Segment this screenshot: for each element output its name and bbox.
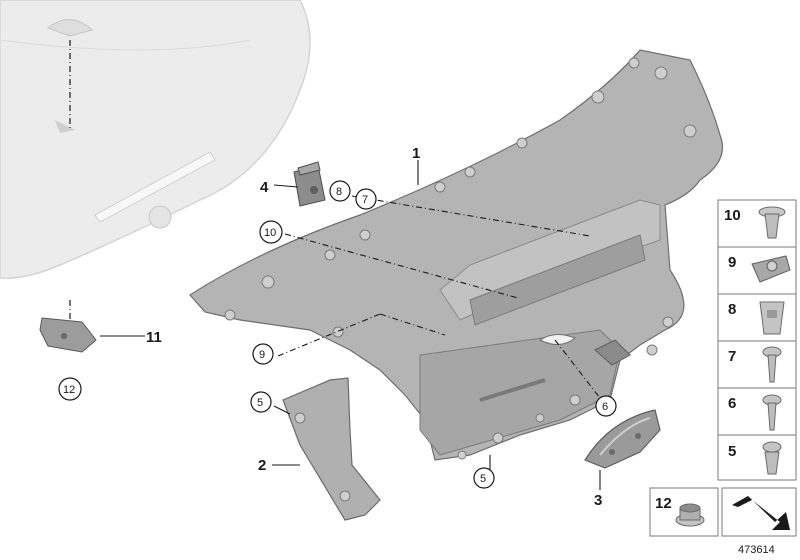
parts-sidebar: 10 9 8 7 6 5 xyxy=(717,199,797,481)
trim-panel-part-1 xyxy=(189,49,724,461)
callout-8: 8 xyxy=(329,180,351,202)
svg-text:5: 5 xyxy=(728,443,736,460)
svg-text:5: 5 xyxy=(257,397,263,409)
svg-text:10: 10 xyxy=(724,207,741,224)
svg-text:12: 12 xyxy=(63,384,75,396)
svg-text:8: 8 xyxy=(728,301,736,318)
svg-text:9: 9 xyxy=(728,254,736,271)
svg-text:8: 8 xyxy=(336,186,342,198)
svg-text:5: 5 xyxy=(480,473,486,485)
leader-lines xyxy=(277,195,601,399)
callout-7: 7 xyxy=(355,188,377,210)
callout-10: 10 xyxy=(259,220,283,244)
svg-text:7: 7 xyxy=(362,194,368,206)
svg-text:7: 7 xyxy=(728,348,736,365)
callout-4: 4 xyxy=(260,179,269,196)
trunk-lid-ghost xyxy=(0,0,311,279)
callout-12: 12 xyxy=(58,377,82,401)
sidebar-part-10: 10 xyxy=(724,206,786,239)
callout-5a: 5 xyxy=(250,391,272,413)
callout-2: 2 xyxy=(258,457,266,474)
sidebar-part-6: 6 xyxy=(728,394,782,431)
bent-arrow-icon xyxy=(721,487,797,537)
side-cover-part-2 xyxy=(282,377,381,521)
callout-5b: 5 xyxy=(473,467,495,489)
sidebar-part-7: 7 xyxy=(728,346,782,383)
sidebar-part-5: 5 xyxy=(728,441,782,475)
sidebar-part-9: 9 xyxy=(728,254,791,283)
svg-text:12: 12 xyxy=(655,495,672,512)
callout-6: 6 xyxy=(595,395,617,417)
part-12-box: 12 xyxy=(649,487,719,537)
svg-text:10: 10 xyxy=(264,227,276,239)
callout-1: 1 xyxy=(412,145,420,162)
callout-3: 3 xyxy=(594,492,602,509)
svg-text:9: 9 xyxy=(259,349,265,361)
reference-number: 473614 xyxy=(738,544,775,556)
sidebar-part-8: 8 xyxy=(728,301,785,335)
clip-part-4 xyxy=(293,161,326,207)
callout-11: 11 xyxy=(146,329,162,346)
svg-text:6: 6 xyxy=(602,401,608,413)
callout-9: 9 xyxy=(252,343,274,365)
bracket-part-11 xyxy=(39,317,97,353)
cover-part-3 xyxy=(584,409,661,469)
leader-lines-solid xyxy=(100,160,601,490)
svg-text:6: 6 xyxy=(728,395,736,412)
